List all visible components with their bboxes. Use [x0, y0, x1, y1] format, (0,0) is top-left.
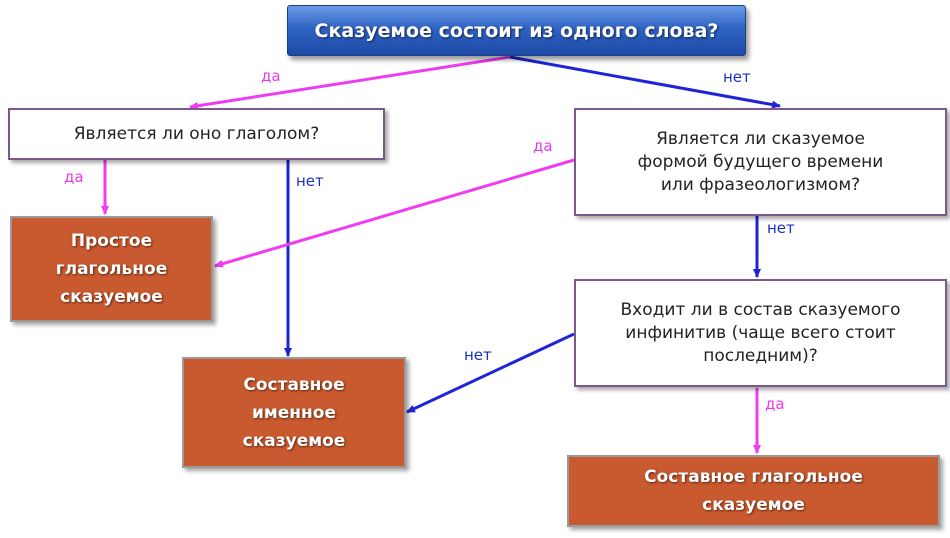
label-no-verb: нет: [296, 172, 324, 190]
arrow-infinitive-to-nominal: [406, 332, 575, 414]
result-compound-verbal-predicate: Составное глагольное сказуемое: [567, 455, 940, 527]
label-yes-verb: да: [64, 168, 84, 186]
label-no-root: нет: [723, 68, 751, 86]
label-yes-infinitive: да: [765, 395, 785, 413]
question-future-or-idiom: Является ли сказуемое формой будущего вр…: [574, 108, 947, 216]
arrow-root-to-verb: [189, 55, 511, 110]
arrow-root-to-future: [509, 55, 781, 109]
result-compound-nominal-predicate: Составное именное сказуемое: [182, 357, 406, 468]
arrow-future-to-simple: [214, 158, 575, 268]
label-yes-root: да: [261, 67, 281, 85]
question-is-verb: Является ли оно глаголом?: [8, 108, 385, 160]
label-no-infinitive: нет: [464, 346, 492, 364]
question-has-infinitive: Входит ли в состав сказуемого инфинитив …: [574, 279, 947, 387]
label-yes-future: да: [533, 137, 553, 155]
root-question: Сказуемое состоит из одного слова?: [287, 5, 746, 56]
result-simple-verbal-predicate: Простое глагольное сказуемое: [10, 216, 213, 322]
label-no-future: нет: [767, 219, 795, 237]
